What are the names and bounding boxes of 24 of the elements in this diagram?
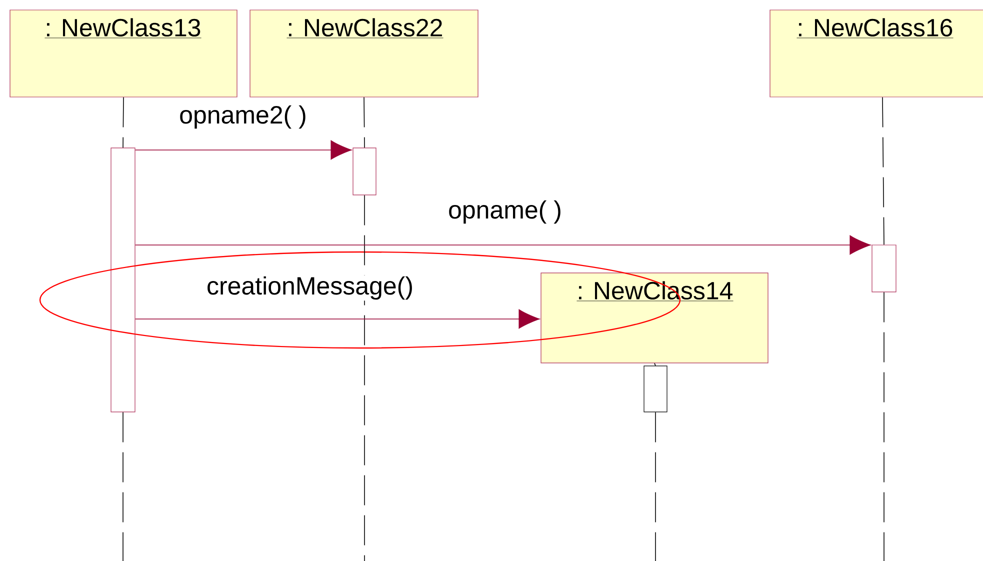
activation-bar — [352, 148, 376, 196]
object-name: : NewClass13 — [44, 18, 202, 38]
lifeline — [364, 194, 365, 561]
edge-label: opname2( ) — [180, 105, 306, 129]
lifeline — [655, 412, 656, 561]
activation-bar — [644, 366, 668, 412]
activation-bar — [110, 148, 136, 412]
message-arrow — [134, 309, 540, 329]
object-name: : NewClass22 — [286, 18, 444, 38]
activation-bar — [872, 244, 896, 292]
object-box — [770, 10, 983, 98]
message-arrow — [134, 235, 871, 255]
lifeline — [654, 362, 656, 366]
object-box — [10, 10, 238, 98]
object-name: : NewClass16 — [796, 18, 954, 38]
edge-label: creationMessage() — [208, 276, 412, 300]
object-box — [250, 10, 478, 98]
lifeline — [364, 96, 365, 148]
lifeline — [122, 96, 124, 148]
object-box — [540, 272, 768, 364]
edge-label: opname( ) — [449, 200, 560, 224]
lifeline — [122, 412, 124, 561]
lifeline — [882, 96, 884, 246]
message-arrow — [134, 140, 352, 160]
